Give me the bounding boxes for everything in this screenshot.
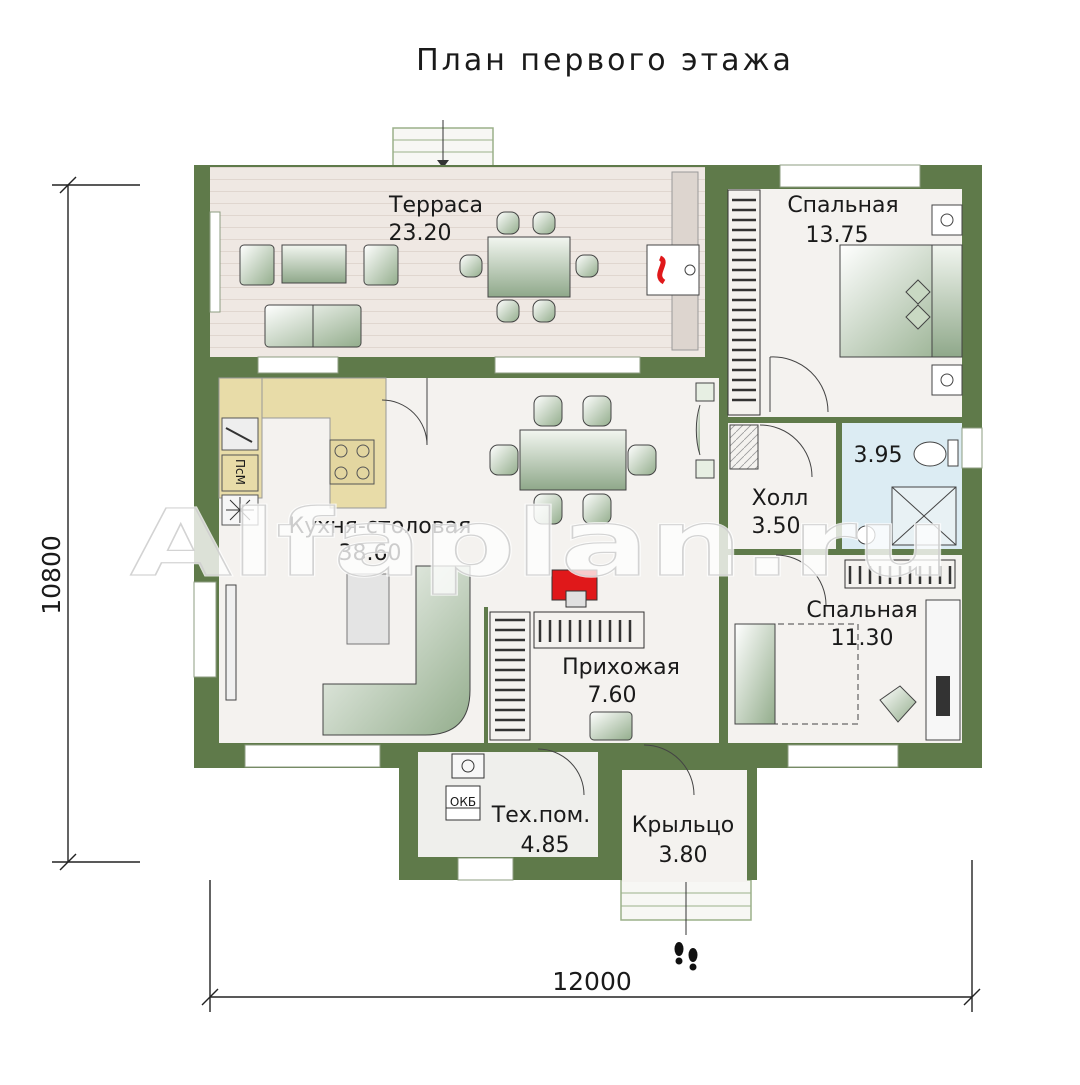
tech-area: 4.85	[521, 833, 570, 858]
terrace-name: Терраса	[388, 193, 483, 218]
porch-area: 3.80	[659, 843, 708, 868]
stair-shelf	[727, 189, 761, 416]
entry-area: 7.60	[588, 683, 637, 708]
bathroom-area: 3.95	[854, 443, 903, 468]
boiler-label: ОКБ	[450, 795, 476, 809]
bedroom2-area: 11.30	[831, 626, 894, 651]
hall-area: 3.50	[752, 514, 801, 539]
washer-label: ПсМ	[233, 459, 247, 485]
height-dimension	[52, 176, 140, 871]
svg-text:Alfaplan.ru: Alfaplan.ru	[130, 490, 950, 597]
tech-room-fixtures	[445, 753, 485, 821]
footprints-icon	[674, 942, 698, 971]
plan-title: План первого этажа	[416, 43, 794, 78]
windows	[193, 164, 983, 881]
svg-text:Alfaplan.ru: Alfaplan.ru	[130, 490, 950, 597]
porch-name: Крыльцо	[632, 813, 734, 838]
watermark-logo: Alfaplan.ru Alfaplan.ru	[129, 489, 952, 599]
floors	[210, 167, 962, 882]
room-labels: Терраса 23.20 Спальная 13.75 3.95 Холл 3…	[233, 193, 918, 868]
hall-fixtures	[729, 424, 813, 478]
width-dimension	[201, 860, 981, 1012]
terrace-furniture	[239, 171, 700, 351]
tech-name: Тех.пом.	[491, 803, 590, 828]
bedroom2-name: Спальная	[806, 598, 917, 623]
height-label: 10800	[37, 535, 66, 615]
kitchen-fixtures	[218, 377, 715, 736]
terrace-area: 23.20	[389, 221, 452, 246]
hall-name: Холл	[752, 486, 809, 511]
kitchen-name: Кухня-столовая	[289, 514, 472, 539]
terrace-steps	[392, 120, 494, 168]
bedroom2-furniture	[734, 554, 961, 741]
bedroom1-name: Спальная	[787, 193, 898, 218]
bedroom1-area: 13.75	[806, 223, 869, 248]
entry-fixtures	[489, 611, 695, 796]
entry-name: Прихожая	[562, 655, 680, 680]
bedroom1-furniture	[769, 204, 963, 413]
bathroom-fixtures	[856, 439, 959, 546]
width-label: 12000	[552, 967, 632, 996]
porch-steps	[620, 866, 752, 935]
kitchen-area: 38.60	[339, 541, 402, 566]
